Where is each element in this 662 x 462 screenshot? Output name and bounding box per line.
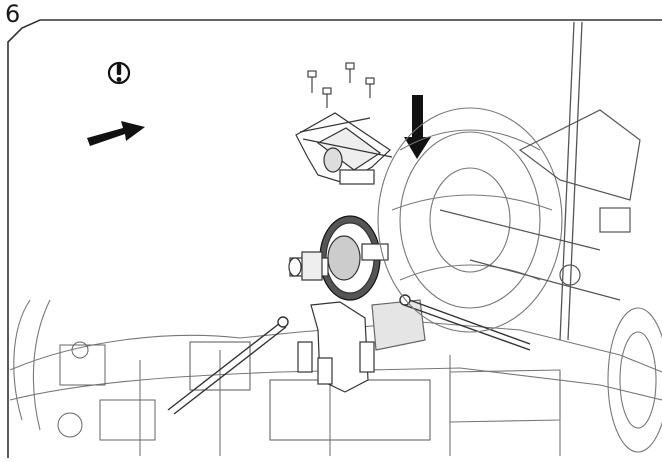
screw-4 [322, 87, 332, 108]
spur-gear-differential [288, 215, 389, 301]
driveshafts [167, 294, 531, 415]
step-frame [7, 19, 662, 458]
diff-mount-upper [295, 112, 393, 185]
screw-2 [345, 62, 355, 83]
wheel-tire [377, 107, 662, 453]
antenna-tube [559, 21, 583, 341]
step-number: 6 [5, 0, 21, 28]
electronics-lineart [57, 341, 156, 441]
center-diff-mount [297, 299, 426, 393]
arrow-right-icon [87, 121, 145, 146]
arrow-down-icon [404, 95, 431, 159]
screw-set [307, 62, 375, 108]
screw-3 [365, 77, 375, 98]
screw-1 [307, 70, 317, 93]
caution-exclamation-icon [107, 61, 131, 85]
chassis-lineart [9, 299, 662, 456]
